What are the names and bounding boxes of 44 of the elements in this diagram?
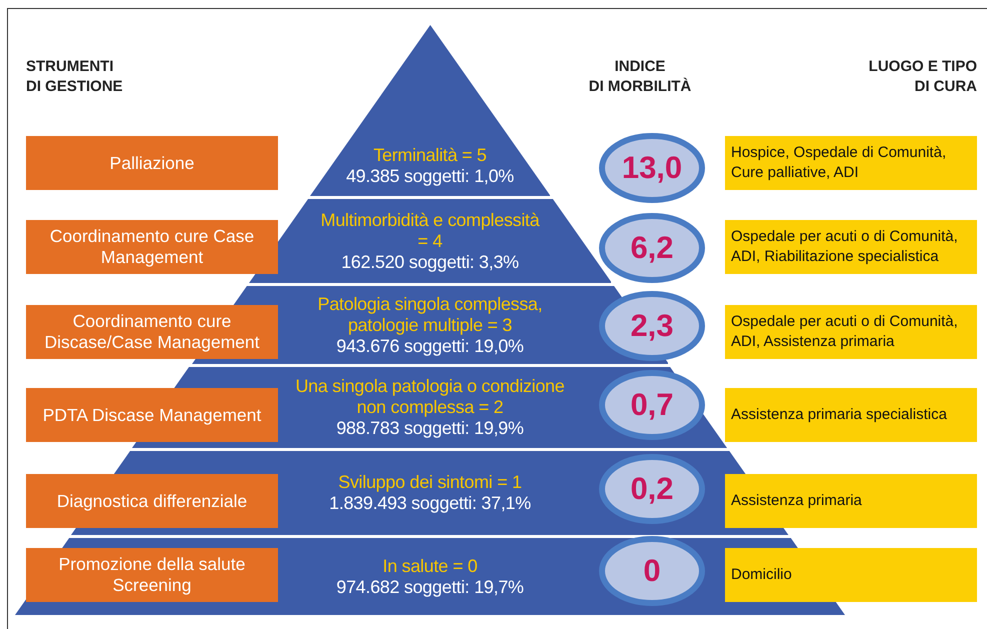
level-heading: In salute = 0 [382,556,478,576]
care-label: Domicilio [731,565,792,585]
tool-box [26,136,278,190]
care-box [725,548,977,602]
index-value: 2,3 [630,308,674,344]
index-value: 0 [643,553,661,589]
column-heading: STRUMENTI DI GESTIONE [26,57,124,97]
level-heading: Patologia singola complessa, patologie multiple = 3 [316,294,544,336]
care-label: Ospedale per acuti o di Comunità, ADI, Assistenza primaria [731,312,959,352]
tool-box [26,305,278,359]
care-box [725,220,977,274]
subject-count: 1.839.493 soggetti: 37,1% [329,493,531,514]
level-heading: Terminalità = 5 [373,144,487,166]
index-value: 13,0 [622,150,682,186]
tool-box [26,388,278,442]
subject-count: 974.682 soggetti: 19,7% [336,576,524,598]
subject-count: 162.520 soggetti: 3,3% [341,252,519,272]
index-value: 6,2 [630,230,674,266]
subject-count: 988.783 soggetti: 19,9% [336,418,524,439]
column-heading: LUOGO E TIPO DI CURA [868,57,977,97]
care-label: Assistenza primaria specialistica [731,405,947,425]
tool-label: Promozione della salute Screening [58,554,246,596]
tool-label: Coordinamento cure Case Management [48,226,256,268]
index-value: 0,2 [630,471,674,507]
tool-label: Coordinamento cure Discase/Case Management [44,311,260,353]
care-label: Hospice, Ospedale di Comunità, Cure palliative, ADI [731,143,948,183]
level-heading: Multimorbidità e complessità = 4 [320,210,540,252]
tool-box [26,474,278,528]
column-heading: INDICE DI MORBILITÀ [588,57,692,97]
tool-box [26,220,278,274]
care-box [725,305,977,359]
tool-label: PDTA Discase Management [42,404,262,426]
care-label: Ospedale per acuti o di Comunità, ADI, Riabilitazione specialistica [731,227,959,267]
level-heading: Una singola patologia o condizione non complessa = 2 [294,376,565,418]
tool-label: Diagnostica differenziale [56,490,248,512]
care-box [725,136,977,190]
care-box [725,388,977,442]
tool-label: Palliazione [110,152,194,174]
level-heading: Sviluppo dei sintomi = 1 [338,472,522,493]
care-label: Assistenza primaria [731,491,862,511]
index-value: 0,7 [630,387,674,423]
subject-count: 49.385 soggetti: 1,0% [346,166,514,186]
care-box [725,474,977,528]
subject-count: 943.676 soggetti: 19,0% [336,336,524,356]
